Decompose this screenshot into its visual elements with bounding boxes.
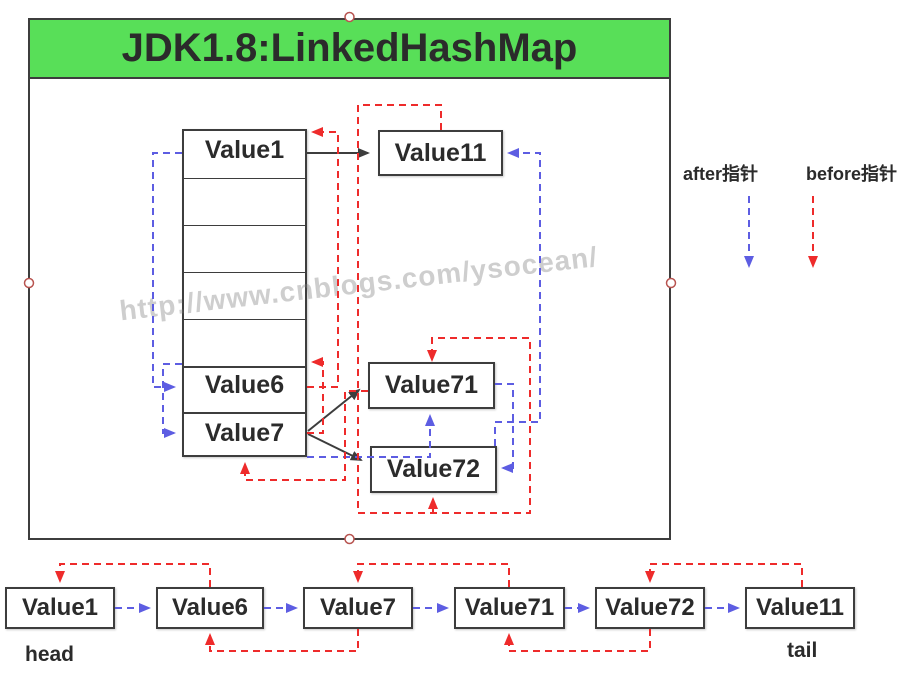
node-value72-label: Value72: [386, 455, 481, 483]
array-divider: [184, 272, 305, 273]
chain-node-value72-label: Value72: [605, 594, 695, 621]
chain-before-value6-to-value1: [55, 563, 211, 587]
hash-cell-value1: Value1: [204, 136, 285, 164]
chain-node-value71-label: Value71: [464, 594, 555, 621]
chain-node-value1[interactable]: Value1: [5, 587, 115, 629]
hash-cell-value7: Value7: [204, 419, 285, 447]
chain-before-value7-to-value6: [205, 629, 359, 652]
chain-before-value71-to-value7: [353, 563, 510, 587]
array-divider: [184, 319, 305, 320]
node-value71-label: Value71: [384, 371, 479, 399]
page-title: JDK1.8:LinkedHashMap: [121, 26, 578, 70]
node-value11-label: Value11: [394, 138, 487, 167]
chain-before-value11-to-value72: [645, 563, 803, 587]
chain-before-value72-to-value71: [504, 629, 651, 652]
node-value71[interactable]: Value71: [368, 362, 495, 409]
chain-node-value11-label: Value11: [755, 594, 845, 621]
head-label: head: [25, 643, 75, 666]
array-divider: [184, 412, 305, 414]
chain-node-value1-label: Value1: [21, 594, 99, 621]
chain-node-value6[interactable]: Value6: [156, 587, 264, 629]
chain-node-value7-label: Value7: [319, 594, 397, 621]
legend-before-label: before指针: [806, 164, 898, 184]
diagram-frame[interactable]: JDK1.8:LinkedHashMap: [28, 18, 671, 540]
node-value72[interactable]: Value72: [370, 446, 497, 493]
hash-cell-value6: Value6: [204, 371, 285, 399]
node-value11[interactable]: Value11: [378, 130, 503, 176]
array-divider: [184, 225, 305, 226]
chain-node-value6-label: Value6: [171, 594, 249, 621]
array-divider: [184, 178, 305, 179]
chain-node-value7[interactable]: Value7: [303, 587, 413, 629]
title-bar[interactable]: JDK1.8:LinkedHashMap: [30, 20, 669, 79]
hash-table-array[interactable]: Value1 Value6 Value7: [182, 129, 307, 457]
chain-node-value72[interactable]: Value72: [595, 587, 705, 629]
array-divider: [184, 366, 305, 368]
tail-label: tail: [787, 639, 818, 662]
chain-node-value71[interactable]: Value71: [454, 587, 565, 629]
legend-after-label: after指针: [683, 164, 759, 184]
chain-node-value11[interactable]: Value11: [745, 587, 855, 629]
